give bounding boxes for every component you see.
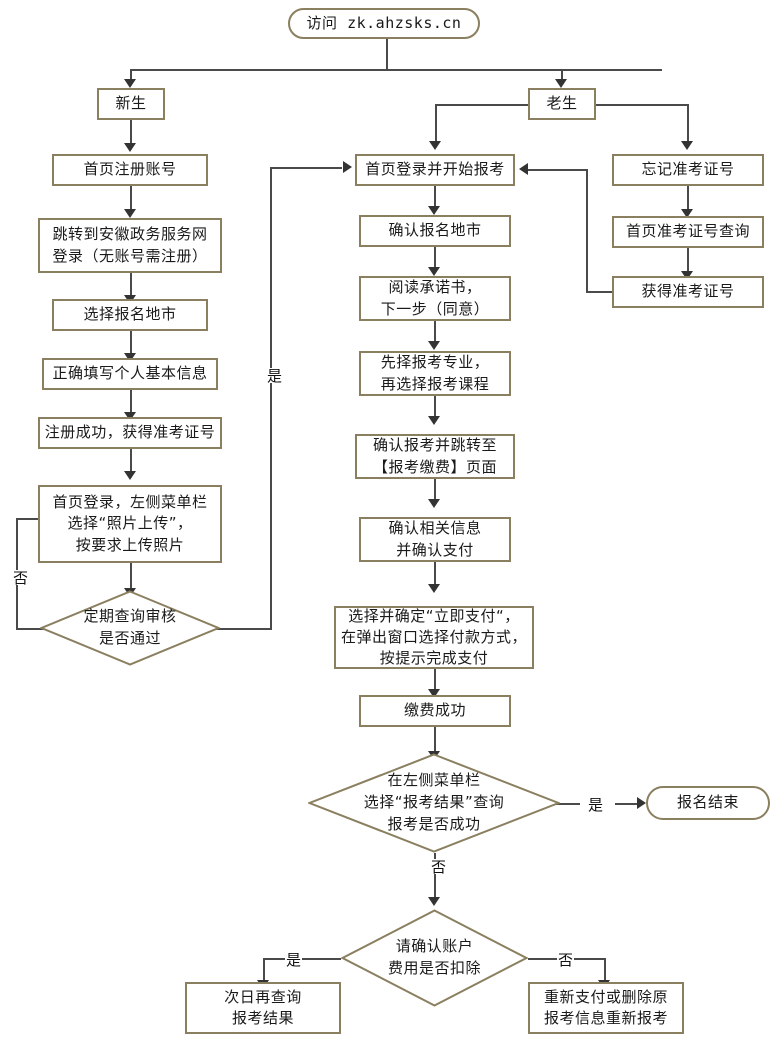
connector-old-right-v [687, 104, 689, 142]
connector-audit-yes-h [200, 628, 271, 630]
arrow-get-back-into-login [519, 163, 528, 175]
node-fee-check[interactable]: 请确认账户 费用是否扣除 [341, 909, 528, 1007]
node-result-check[interactable]: 在左侧菜单栏 选择“报考结果”查询 报考是否成功 [308, 753, 560, 853]
connector-m9-no-v [434, 853, 436, 899]
node-registration-end[interactable]: 报名结束 [646, 786, 770, 820]
arrow-to-old-student [555, 79, 567, 88]
arrow-m6 [428, 499, 440, 508]
node-fee-check-label: 请确认账户 费用是否扣除 [387, 937, 481, 977]
connector-m10-no-v [604, 958, 606, 982]
connector-m9-yes-h2 [615, 803, 639, 805]
node-get-exam-number[interactable]: 获得准考证号 [612, 276, 764, 308]
node-payment-success[interactable]: 缴费成功 [359, 695, 511, 727]
edge-label-result-no: 否 [427, 859, 450, 874]
connector-fill-to-ok [130, 390, 132, 415]
connector-register-to-jump [130, 186, 132, 211]
node-audit-check[interactable]: 定期查询审核 是否通过 [40, 590, 220, 666]
edge-label-audit-no: 否 [9, 570, 32, 585]
node-query-exam-number[interactable]: 首页准考证号查询 [612, 216, 764, 248]
diamond-shape-audit [40, 590, 220, 666]
connector-top-bus [130, 69, 662, 71]
node-repay-or-delete[interactable]: 重新支付或删除原 报考信息重新报考 [528, 982, 684, 1034]
connector-get-back-in [528, 169, 586, 171]
arrow-m2 [428, 206, 440, 215]
node-read-promise[interactable]: 阅读承诺书， 下一步（同意） [359, 276, 511, 321]
edge-label-fee-no: 否 [557, 949, 575, 970]
arrow-ok [124, 412, 136, 421]
arrow-m3 [428, 267, 440, 276]
connector-get-back-v [586, 169, 588, 293]
connector-audit-yes-in [270, 167, 342, 169]
arrow-old-to-login [429, 141, 441, 150]
connector-m2-m3 [434, 247, 436, 269]
connector-m10-yes-v [263, 958, 265, 982]
node-retry-tomorrow[interactable]: 次日再查询 报考结果 [185, 982, 341, 1034]
arrow-m8 [428, 689, 440, 698]
node-fill-personal-info[interactable]: 正确填写个人基本信息 [42, 358, 218, 390]
node-choose-major-course[interactable]: 先择报考专业， 再选择报考课程 [359, 351, 511, 396]
edge-label-fee-yes: 是 [285, 949, 303, 970]
connector-m5-m6 [434, 479, 436, 501]
arrow-m4 [428, 341, 440, 350]
node-choose-city[interactable]: 选择报名地市 [52, 299, 208, 331]
connector-bus-to-old [561, 69, 563, 81]
node-confirm-info-pay[interactable]: 确认相关信息 并确认支付 [359, 517, 511, 562]
node-start[interactable]: 访问 zk.ahzsks.cn [288, 8, 480, 39]
node-pay-now-steps[interactable]: 选择并确定“立即支付“， 在弹出窗口选择付款方式， 按提示完成支付 [334, 606, 534, 669]
node-old-student[interactable]: 老生 [528, 88, 596, 120]
node-new-student[interactable]: 新生 [97, 88, 165, 120]
connector-old-right-h [594, 104, 688, 106]
connector-start-down [386, 38, 388, 70]
connector-old-left-h [435, 104, 530, 106]
connector-audit-yes-v [270, 167, 272, 630]
connector-m4-m5 [434, 396, 436, 418]
connector-photo-to-audit [130, 563, 132, 590]
edge-label-result-yes: 是 [587, 794, 605, 815]
arrow-m5 [428, 416, 440, 425]
connector-old-left-v [435, 104, 437, 142]
arrow-fill [124, 353, 136, 362]
arrow-audit-yes-into-login [343, 161, 352, 173]
node-jump-ahzwfw[interactable]: 跳转到安徽政务服务网 登录（无账号需注册） [38, 218, 222, 273]
edge-label-audit-yes: 是 [263, 368, 286, 383]
node-upload-photo[interactable]: 首页登录，左侧菜单栏 选择“照片上传”， 按要求上传照片 [38, 485, 222, 563]
arrow-jump [124, 209, 136, 218]
connector-m8-m9 [434, 727, 436, 753]
node-forgot-exam-number[interactable]: 忘记准考证号 [612, 154, 764, 186]
arrow-to-new-student [124, 79, 136, 88]
connector-query-to-get [687, 248, 689, 273]
arrow-register [124, 143, 136, 152]
node-audit-check-label: 定期查询审核 是否通过 [83, 607, 177, 647]
connector-bus-to-new [130, 69, 132, 81]
arrow-query-no [681, 209, 693, 218]
arrow-get-no [681, 271, 693, 280]
connector-forgot-to-query [687, 186, 689, 211]
arrow-m10 [428, 897, 440, 906]
node-confirm-city[interactable]: 确认报名地市 [359, 215, 511, 247]
node-result-check-label: 在左侧菜单栏 选择“报考结果”查询 报考是否成功 [363, 771, 505, 833]
connector-m7-m8 [434, 669, 436, 691]
arrow-photo [124, 471, 136, 480]
connector-m1-m2 [434, 186, 436, 208]
arrow-m9-yes-into-end [637, 797, 646, 809]
connector-audit-no-in [16, 518, 40, 520]
node-register-success[interactable]: 注册成功，获得准考证号 [38, 417, 222, 449]
connector-m9-yes-h [540, 803, 580, 805]
connector-ok-to-photo [130, 449, 132, 474]
connector-city-to-fill [130, 331, 132, 356]
arrow-old-to-forgot [681, 141, 693, 150]
diamond-shape-fee [341, 909, 528, 1007]
connector-m6-m7 [434, 562, 436, 586]
connector-new-to-register [130, 120, 132, 145]
connector-m3-m4 [434, 321, 436, 343]
connector-jump-to-city [130, 273, 132, 297]
node-homepage-register[interactable]: 首页注册账号 [52, 154, 208, 186]
node-confirm-and-jump-pay[interactable]: 确认报考并跳转至 【报考缴费】页面 [355, 434, 515, 479]
connector-get-back-h [586, 291, 612, 293]
node-login-and-start[interactable]: 首页登录并开始报考 [355, 154, 515, 186]
arrow-m7 [428, 584, 440, 593]
diamond-shape-result [308, 753, 560, 853]
connector-audit-no-h [16, 628, 60, 630]
